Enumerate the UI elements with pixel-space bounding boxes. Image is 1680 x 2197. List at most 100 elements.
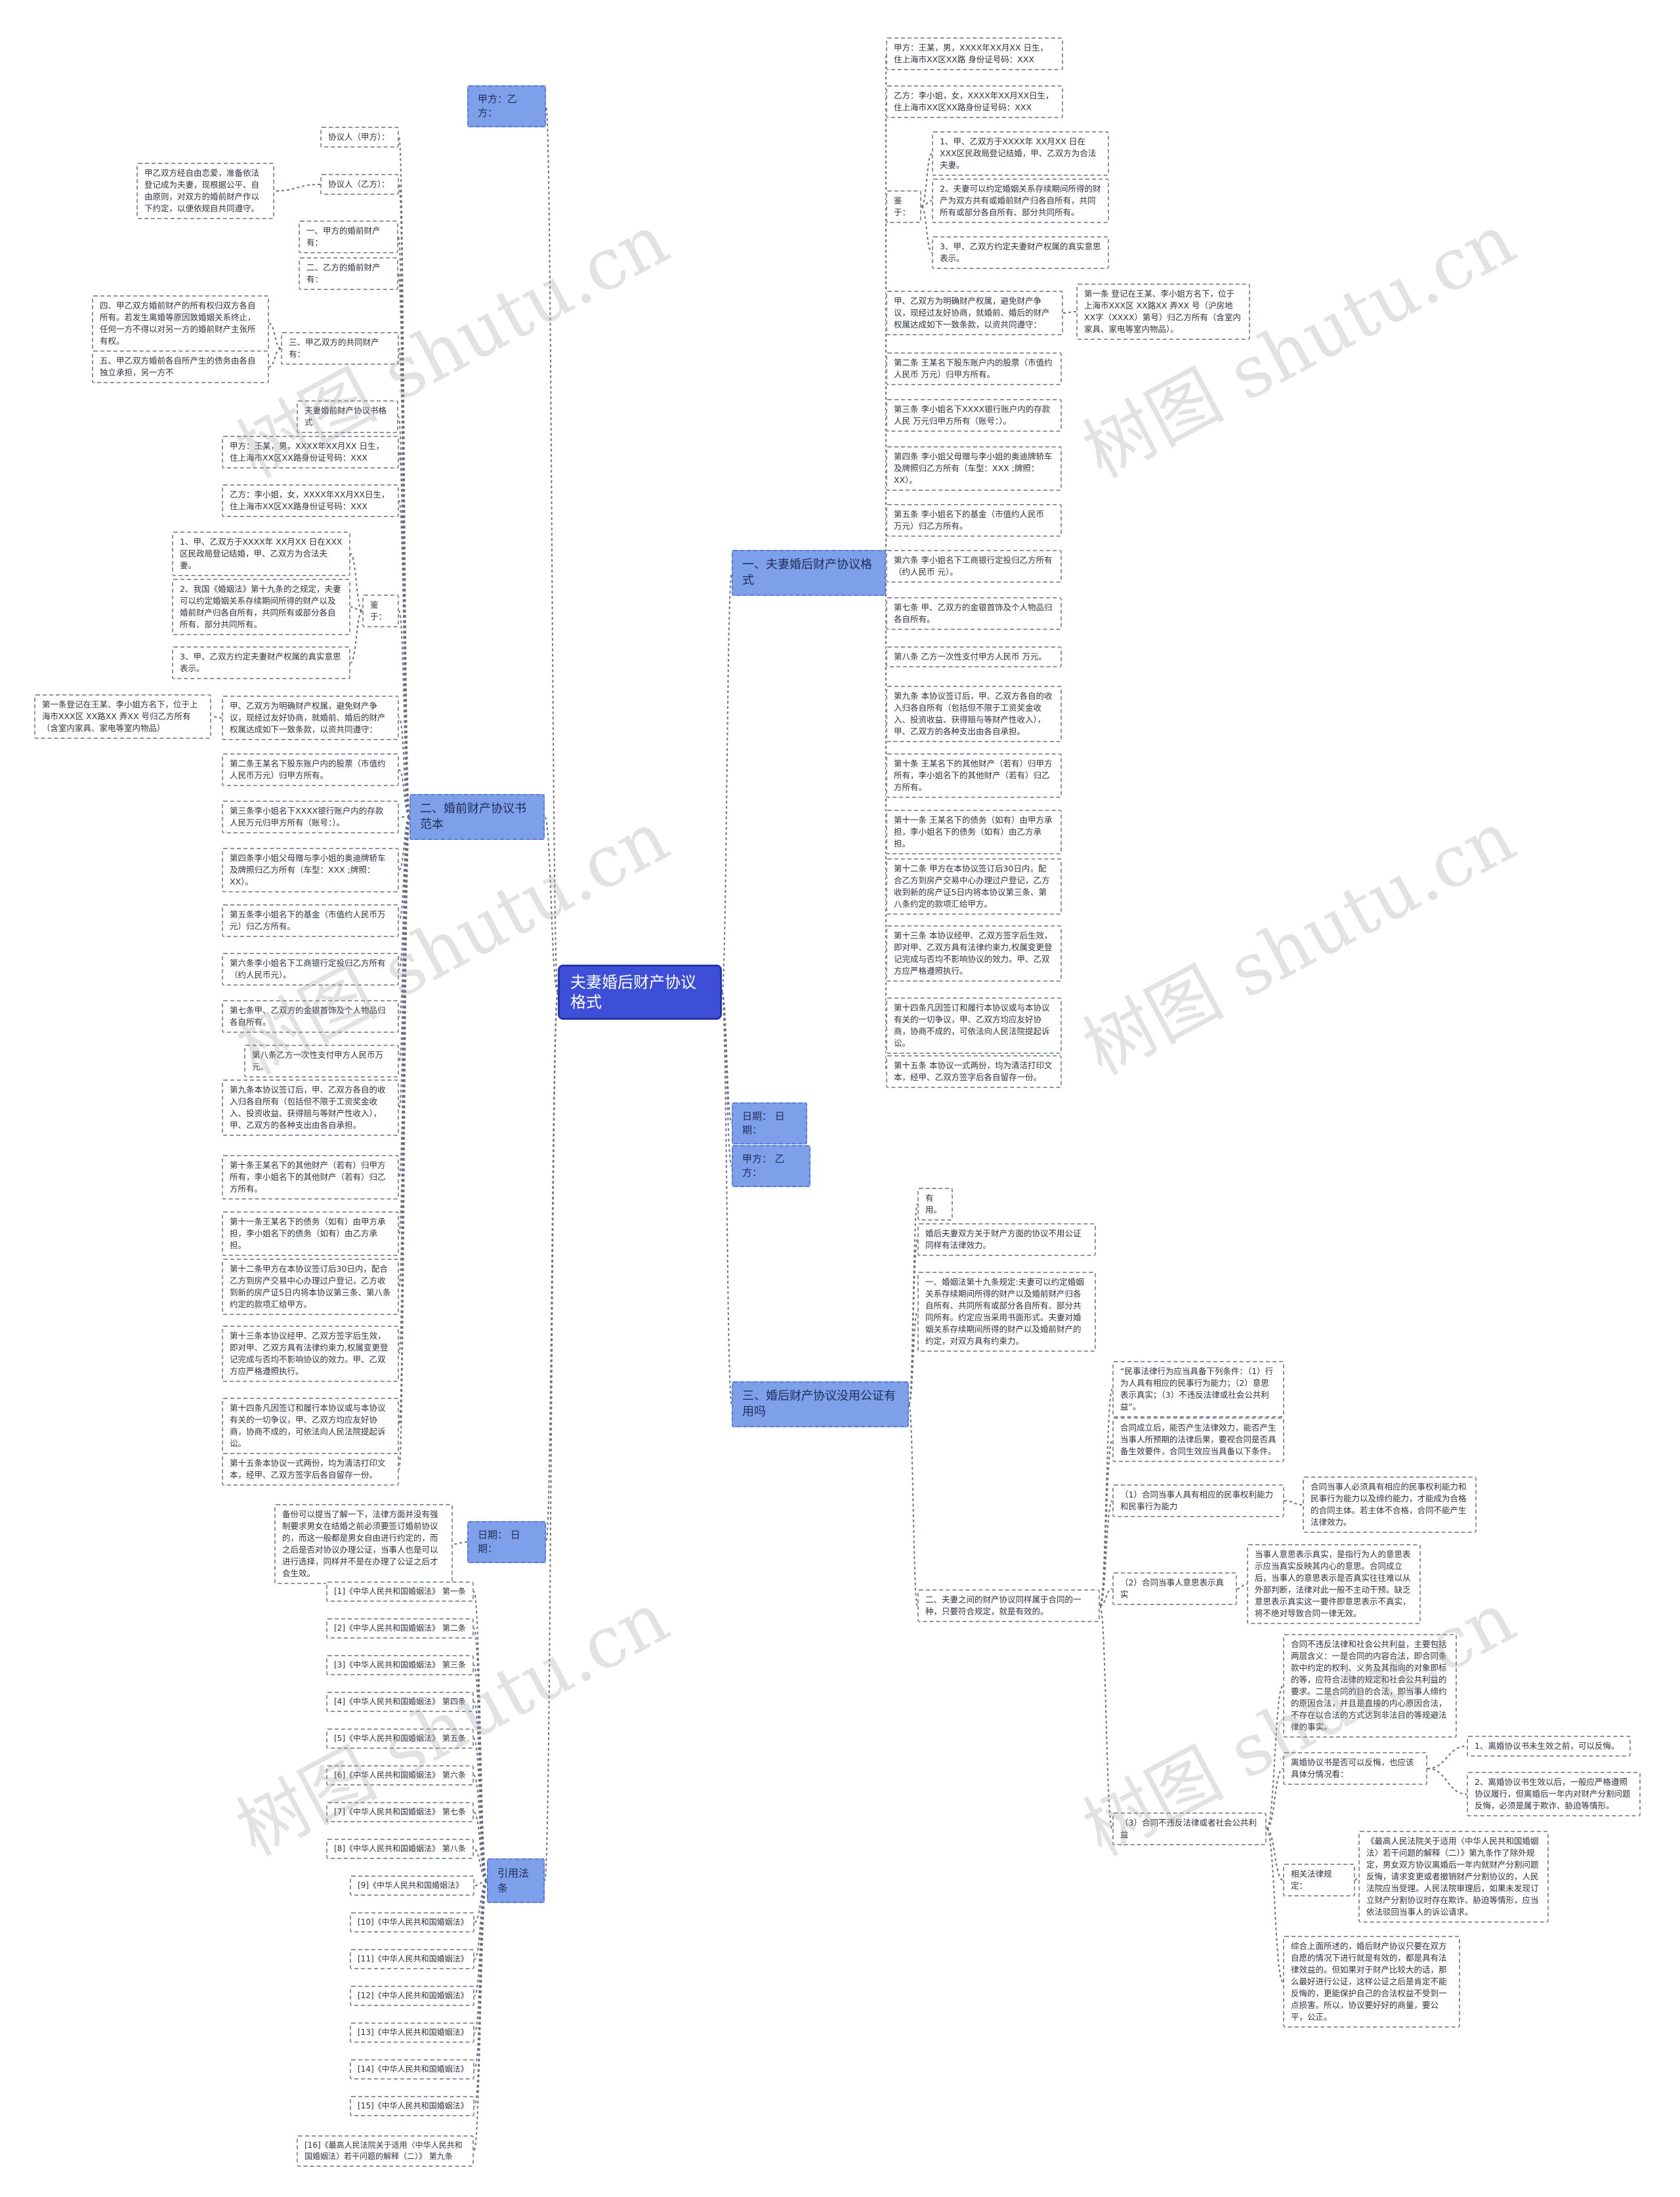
connector-line <box>350 610 363 663</box>
article-item: 第四条 李小姐父母赠与李小姐的奥迪牌轿车及牌照归乙方所有（车型：XXX ;牌照：… <box>886 446 1062 491</box>
connector-line <box>921 200 933 207</box>
agreement-item: 五、甲乙双方婚前各自所产生的债务由各自独立承担，另一方不 <box>92 350 269 383</box>
connector-line <box>398 816 410 921</box>
article-item: 第十二条 甲方在本协议签订后30日内，配合乙方到房产交易中心办理过户登记，乙方收… <box>886 858 1062 915</box>
article-item: 第十三条 本协议经甲、乙双方签字后生效，即对甲、乙双方具有法律约束力,权属变更登… <box>886 925 1062 982</box>
whereas-item: 2、夫妻可以约定婚姻关系存续期间所得的财产为双方共有或婚前财产归各自所有，共同所… <box>932 178 1109 223</box>
reference-item: [14]《中华人民共和国婚姻法》 <box>350 2059 474 2080</box>
branch-title: 引用法条 <box>487 1858 545 1903</box>
contract-note: 合同成立后，能否产生法律效力，能否产生当事人所预期的法律后果，要视合同是否具备生… <box>1112 1417 1284 1462</box>
whereas-item: 1、甲、乙双方于XXXX年 XX月XX 日在XXX区民政局登记结婚，甲、乙双方为… <box>932 131 1109 176</box>
connector-line <box>1099 1389 1113 1606</box>
connector-line <box>398 717 410 818</box>
connector-line <box>1284 1500 1303 1505</box>
article-item: 第五条李小姐名下的基金（市值约人民币万元）归乙方所有。 <box>222 904 399 937</box>
article-item: 第六条 李小姐名下工商银行定投归乙方所有（约人民币 元）。 <box>886 550 1062 583</box>
rule-label: 相关法律规定： <box>1283 1864 1355 1896</box>
article-item: 第六条李小姐名下工商银行定投归乙方所有（约人民币元）。 <box>222 953 399 986</box>
reference-item: [9]《中华人民共和国婚姻法》 <box>350 1875 474 1896</box>
article-item: 第十五条本协议一式两份，均为清洁打印文本，经甲、乙双方签字后各自留存一份。 <box>222 1453 399 1486</box>
preface-text: 甲乙双方经自由恋爱，准备依法登记成为夫妻，现根据公平、自由原则，对双方的婚前财产… <box>136 163 274 219</box>
intro-text: 甲、乙双方为明确财产权属，避免财产争议，现经过友好协商，就婚前、婚后的财产权属达… <box>222 696 399 740</box>
agreement-item: 四、甲乙双方婚前财产的所有权归双方各自所有。若发生离婚等原因致婚姻关系终止，任何… <box>92 295 269 352</box>
reference-item: [7]《中华人民共和国婚姻法》 第七条 <box>326 1802 474 1822</box>
connector-line <box>1099 1500 1113 1606</box>
connector-line <box>908 1404 918 1606</box>
connector-line <box>1099 1588 1113 1606</box>
connector-line <box>398 816 410 1470</box>
connector-line <box>1427 1746 1467 1769</box>
article-item: 第四条李小姐父母赠与李小姐的奥迪牌轿车及牌照归乙方所有（车型：XXX ;牌照：X… <box>222 848 399 892</box>
reference-item: [11]《中华人民共和国婚姻法》 <box>350 1949 474 1969</box>
article-item: 第十二条甲方在本协议签订后30日内，配合乙方到房产交易中心办理过户登记，乙方收到… <box>222 1259 399 1315</box>
article-item: 第一条登记在王某、李小姐方名下，位于上海市XXX区 XX路XX 弄XX 号归乙方… <box>34 694 211 739</box>
revoke-answer: 1、离婚协议书未生效之前，可以反悔。 <box>1467 1736 1631 1757</box>
summary-text: 综合上面所述的，婚后财产协议只要在双方自愿的情况下进行就是有效的，都是具有法律效… <box>1283 1936 1460 2028</box>
revoke-question: 离婚协议书是否可以反悔，也应该具体分情况看： <box>1283 1752 1427 1785</box>
reference-item: [1]《中华人民共和国婚姻法》 第一条 <box>326 1581 474 1602</box>
article-item: 第十条王某名下的其他财产（若有）归甲方所有，李小姐名下的其他财产（若有）归乙方所… <box>222 1155 399 1200</box>
article-item: 第三条李小姐名下XXXX银行账户内的存款人民万元归甲方所有（账号：）。 <box>222 801 399 833</box>
connector-line <box>721 992 732 1124</box>
connector-line <box>350 606 363 612</box>
article-item: 第九条本协议签订后，甲、乙双方各自的收入归各自所有（包括但不限于工资奖金收入、投… <box>222 1079 399 1136</box>
article-item: 第十四条凡因签订和履行本协议或与本协议有关的一切争议，甲、乙双方均应友好协商，协… <box>886 997 1062 1054</box>
agreement-item: 一、甲方的婚前财产有： <box>299 220 398 253</box>
party-b-text: 乙方：李小姐，女，XXXX年XX月XX日生，住上海市XX区XX路身份证号码：XX… <box>886 85 1063 118</box>
connector-line <box>452 1541 468 1545</box>
article-item: 第七条甲、乙双方的金银首饰及个人物品归各自所有。 <box>222 1000 399 1033</box>
whereas-item: 2、我国《婚姻法》第十九条的之规定，夫妻可以约定婚姻关系存续期间所得的财产以及婚… <box>172 579 350 635</box>
section-title: 夫妻婚前财产协议书格式 <box>297 400 398 433</box>
connector-line <box>1266 1685 1284 1830</box>
connector-line <box>268 348 282 367</box>
connector-line <box>721 572 732 993</box>
article-item: 第十五条 本协议一式两份，均为清洁打印文本，经甲、乙双方签字后各自留存一份。 <box>886 1055 1062 1088</box>
point-text: 一、婚姻法第十九条规定:夫妻可以约定婚姻关系存续期间所得的财产以及婚前财产归各自… <box>917 1272 1096 1352</box>
party-line: 甲方： 乙方： <box>732 1145 810 1187</box>
whereas-item: 3、甲、乙双方约定夫妻财产权属的真实意思表示。 <box>172 646 350 679</box>
condition-detail: 合同不违反法律和社会公共利益，主要包括两层含义：一是合同的内容合法，即合同条款中… <box>1283 1634 1457 1738</box>
branch-title: 三、婚后财产协议没用公证有用吗 <box>732 1381 909 1427</box>
article-item: 第九条 本协议签订后，甲、乙双方各自的收入归各自所有（包括但不限于工资奖金收入、… <box>886 686 1062 742</box>
connector-line <box>398 769 410 818</box>
connector-line <box>721 992 732 1405</box>
connector-line <box>474 1880 488 2034</box>
party-a-text: 甲方：王某，男，XXXX年XX月XX 日生，住上海市XX区XX路身份证号码：XX… <box>222 436 399 469</box>
connector-line <box>473 1591 488 1881</box>
connector-line <box>398 348 410 818</box>
article-item: 第十条 王某名下的其他财产（若有）归甲方所有，李小姐名下的其他财产（若有）归乙方… <box>886 753 1062 798</box>
condition-label: （2）合同当事人意思表示真实 <box>1112 1572 1237 1605</box>
connector-line <box>474 1880 488 2107</box>
connector-line <box>544 992 558 1881</box>
revoke-answer: 2、离婚协议书生效以后，一般应严格遵照协议履行，但离婚后一年内对财产分割问题反悔… <box>1467 1772 1641 1816</box>
connector-line <box>921 153 933 207</box>
connector-line <box>1236 1583 1248 1589</box>
intro-text: 甲、乙双方为明确财产权属，避免财产争议，现经过友好协商，就婚前、婚后的财产权属达… <box>886 291 1063 335</box>
article-item: 第八条 乙方一次性支付甲方人民币 万元。 <box>886 646 1062 667</box>
connector-line <box>908 1239 918 1405</box>
connector-line <box>908 1311 918 1405</box>
connector-line <box>211 716 222 719</box>
reference-item: [4]《中华人民共和国婚姻法》 第四条 <box>326 1692 474 1712</box>
article-item: 第十三条本协议经甲、乙双方签字后生效，即对甲、乙双方具有法律约束力,权属变更登记… <box>222 1326 399 1382</box>
connector-line <box>1354 1876 1359 1881</box>
answer-text: 有用。 <box>917 1188 953 1221</box>
condition-label: （1）合同当事人具有相应的民事权利能力和民事行为能力 <box>1112 1484 1284 1517</box>
connector-line <box>1099 1605 1113 1830</box>
article-item: 第八条乙方一次性支付甲方人民币万元。 <box>244 1045 399 1078</box>
date-line: 日期： 日期： <box>467 1521 546 1563</box>
date-note: 备份可以提当了解一下，法律方面并没有强制要求男女在结婚之前必须要签订婚前协议的，… <box>274 1504 453 1584</box>
condition-label: （3）合同不违反法律或者社会公共利益 <box>1112 1812 1267 1845</box>
connector-line <box>274 184 321 192</box>
root-topic: 夫妻婚后财产协议格式 <box>558 965 722 1020</box>
connector-line <box>1266 1768 1284 1830</box>
connector-line <box>1062 311 1077 314</box>
reference-item: [16]《最高人民法院关于适用〈中华人民共和国婚姻法〉若干问题的解释（二）》 第… <box>297 2135 474 2167</box>
whereas-item: 1、甲、乙双方于XXXX年 XX月XX 日在XXX区民政局登记结婚，甲、乙双方为… <box>172 532 350 576</box>
reference-item: [2]《中华人民共和国婚姻法》 第二条 <box>326 1618 474 1639</box>
connector-line <box>268 323 282 349</box>
article-item: 第一条 登记在王某、李小姐方名下，位于上海市XXX区 XX路XX 弄XX 号（沪… <box>1076 283 1250 340</box>
connector-line <box>473 1774 488 1881</box>
rule-text: 《最高人民法院关于适用〈中华人民共和国婚姻法〉若干问题的解释（二）》第九条作了除… <box>1358 1831 1549 1923</box>
